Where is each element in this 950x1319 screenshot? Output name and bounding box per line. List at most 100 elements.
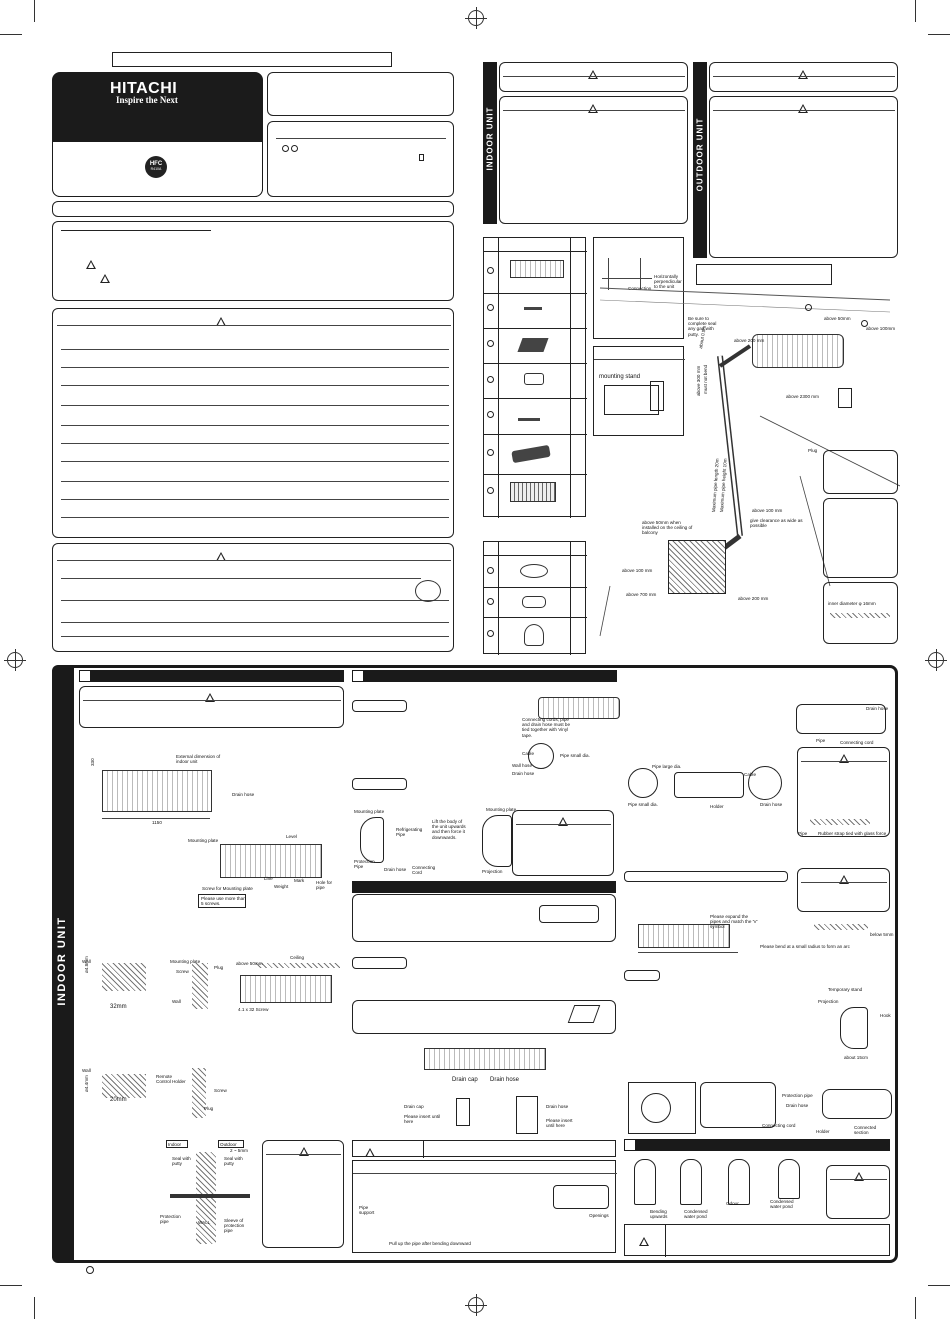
- remote-instructions-box: [352, 1000, 616, 1034]
- step-label-4: [624, 970, 660, 981]
- caution-header-icon: [216, 552, 226, 561]
- warning-list-box: [52, 308, 454, 538]
- level-diagram-box: Horizontally perpendicular to the unit C…: [593, 237, 684, 339]
- drain-cap-image: [524, 624, 544, 646]
- copyright-mark: [86, 1266, 94, 1274]
- step-label-1: [352, 700, 407, 712]
- caution-icon: [839, 875, 849, 884]
- plug-warning-icon: [415, 580, 441, 602]
- warning-icon: [588, 70, 598, 79]
- battery-image: [524, 373, 544, 385]
- warning-header-icon: [216, 317, 226, 326]
- expand-caution-box: [797, 868, 890, 912]
- trim-mark: [915, 0, 916, 22]
- outdoor-unit-tab: OUTDOOR UNIT: [693, 62, 707, 258]
- warning-icon: [639, 1237, 649, 1246]
- accessory-table: [483, 237, 587, 518]
- safety-notice-box: [52, 221, 454, 301]
- section-header-2: [352, 670, 617, 682]
- brand-slogan: Inspire the Next: [116, 95, 178, 105]
- hfc-badge: HFC R410A: [145, 156, 167, 178]
- tape-roll-image: [520, 564, 548, 578]
- final-assembly-drawing: Protection pipe Drain hose Connecting co…: [762, 1085, 896, 1140]
- drain-hose-box: inner diameter φ 16mm: [823, 582, 898, 644]
- indoor-dimension-drawing: External dimension of indoor unit Drain …: [90, 754, 333, 908]
- drain-hose-examples: Bending upwards Condensed water pond Odo…: [630, 1155, 820, 1225]
- step-label-2: [352, 778, 407, 790]
- remote-holder-image: [517, 338, 549, 352]
- temporary-stand-drawing: Temporary stand Projection Hook about 15…: [818, 987, 891, 1060]
- parts-table: [483, 541, 587, 655]
- caution-icon: [558, 817, 568, 826]
- holder-detail-box: [628, 1082, 696, 1134]
- registration-mark-left: [4, 649, 26, 671]
- trim-mark: [0, 1285, 22, 1286]
- caution-icon: [100, 274, 111, 283]
- indoor-warning-box: [499, 62, 688, 92]
- filter-section-header: [352, 881, 616, 893]
- registration-mark-bottom: [465, 1294, 487, 1316]
- hitachi-logo: HITACHI: [110, 80, 178, 97]
- putty-image: [522, 596, 546, 608]
- indoor-install-caution-box: [79, 686, 344, 728]
- trim-mark: [928, 34, 950, 35]
- outdoor-unit-drawing: [668, 540, 726, 594]
- header-info-box-1: [267, 72, 454, 116]
- indoor-unit-drawing: [752, 334, 844, 368]
- caution-list-box: [52, 543, 454, 652]
- wall-plug-drawing: Wall ø4.8mm 32mm Mounting plate Screw Pl…: [80, 955, 340, 1025]
- mounting-caution-box: [512, 810, 614, 876]
- outdoor-warning-box: [709, 62, 898, 92]
- filter-instructions-box: [352, 894, 616, 942]
- trim-mark: [928, 1285, 950, 1286]
- caution-icon: [365, 1148, 375, 1157]
- header-info-box-2: [267, 121, 454, 197]
- outdoor-caution-box: [709, 96, 898, 258]
- caution-icon: [205, 693, 215, 702]
- pipe-bend-note: [352, 1140, 616, 1158]
- indoor-unit-side-tab: INDOOR UNIT: [52, 665, 74, 1263]
- installation-overview-diagram: Be sure to complete seal any gap with pu…: [590, 286, 900, 656]
- warning-icon: [798, 70, 808, 79]
- trim-mark: [0, 34, 22, 35]
- filter-image: [510, 482, 556, 502]
- expand-pipe-drawing: Please expand the pipes and match the 'V…: [634, 912, 894, 972]
- brand-header: HITACHI Inspire the Next HFC R410A: [52, 72, 263, 197]
- drain-section-header: [624, 1139, 890, 1151]
- trim-mark: [34, 0, 35, 22]
- sleeve-caution-box: [262, 1140, 344, 1248]
- remote-holder-drawing: [838, 388, 852, 408]
- drain-caution-box: [826, 1165, 890, 1219]
- screw-image: [524, 307, 542, 310]
- trim-mark: [34, 1297, 35, 1319]
- drain-cap-drawing: Drain cap Drain hose Drain cap Please in…: [380, 1040, 580, 1140]
- pipe-layout-drawing: Pipe large dia. Pipe small dia. Holder C…: [628, 764, 783, 809]
- indoor-caution-box: [499, 96, 688, 224]
- trim-mark: [915, 1297, 916, 1319]
- installation-title-box: [696, 264, 832, 285]
- warning-icon: [86, 260, 96, 269]
- section-header-1: [79, 670, 344, 682]
- mounting-plate-image: [510, 260, 564, 278]
- screw-note-box: Please use more than 5 screws.: [198, 894, 246, 908]
- drain-warning-note: [624, 1224, 890, 1257]
- outdoor-note-box-2: [823, 498, 898, 578]
- unit-side-drawing: Drain hose Pipe Connecting cord: [790, 700, 890, 748]
- step-label-3: [352, 957, 407, 969]
- notice-bar: [52, 201, 454, 217]
- outdoor-note-box-1: [823, 450, 898, 494]
- caution-icon: [839, 754, 849, 763]
- remote-control-image: [511, 444, 551, 464]
- holder-note-box: [700, 1082, 776, 1128]
- mounting-hang-drawing: Mounting plate Refrigerating Pipe Lift t…: [354, 807, 517, 876]
- registration-mark-top: [465, 7, 487, 29]
- caution-icon: [299, 1147, 309, 1156]
- mounting-stand-box: mounting stand: [593, 346, 685, 436]
- indoor-unit-tab: INDOOR UNIT: [483, 62, 497, 224]
- tapping-screw-image: [518, 418, 540, 421]
- pipe-bending-drawing-box: Pipe support Pull up the pipe after bend…: [352, 1160, 617, 1253]
- caution-icon: [854, 1172, 864, 1181]
- rubber-strap-drawing: Pipe Rubber strap tied with glass force: [790, 815, 890, 843]
- caution-icon: [798, 104, 808, 113]
- caution-icon: [588, 104, 598, 113]
